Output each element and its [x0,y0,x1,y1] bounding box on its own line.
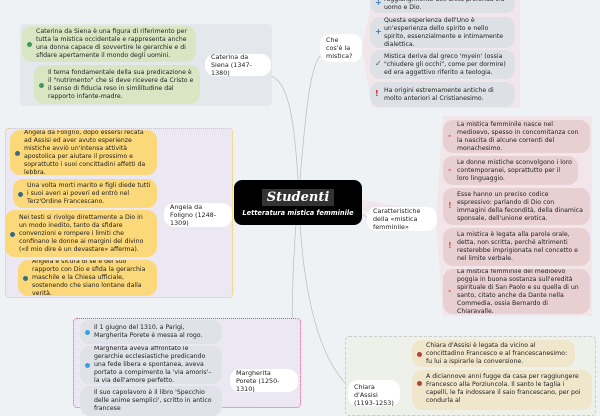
caratteristiche-item[interactable]: ! Esse hanno un preciso codice espressivo… [443,188,590,225]
item-text: Il tema fondamentale della sua predicazi… [48,68,194,100]
item-text: Chiara d'Assisi è legata da vicino al co… [426,341,568,365]
central-topic[interactable]: Studenti Letteratura mistica femminile [234,180,362,225]
bullet-icon: - [448,285,452,295]
mistica-item[interactable]: ! Ha origini estremamente antiche di molt… [370,82,515,107]
item-text: Angela da Foligno, dopo essersi recata a… [24,130,146,175]
margherita-item[interactable]: Margherita aveva affrontato le gerarchie… [80,346,222,384]
mistica-item[interactable]: ✓Mistica deriva dal greco 'myein' (ossia… [370,50,515,79]
central-title: Letteratura mistica femminile [242,208,354,217]
angela-item[interactable]: Una volta morti marito e figli diede tut… [13,179,157,208]
chiara-item[interactable]: Chiara d'Assisi è legata da vicino al co… [412,340,575,367]
caterina-item[interactable]: Il tema fondamentale della sua predicazi… [34,65,200,104]
exclamation-icon: ! [448,241,452,250]
item-text: Ha origini estremamente antiche di molto… [384,86,494,102]
bullet-icon [417,381,422,386]
branch-margherita[interactable]: Margherita Porete (1250-1310) [230,369,298,393]
branch-mistica[interactable]: Che cos'è la mistica? [320,34,362,62]
angela-item[interactable]: Nei testi si rivolge direttamente a Dio … [5,210,157,257]
item-text: Una volta morti marito e figli diede tut… [27,181,151,205]
bullet-icon [85,363,90,368]
bullet-icon [39,82,44,88]
item-text: Il 1 giugno del 1310, a Parigi, Margheri… [94,324,203,339]
item-text: A diciannove anni fugge da casa per ragg… [426,373,581,404]
bullet-icon [85,330,90,335]
bullet-icon [27,42,32,47]
item-text: La mistica femminile del medioevo poggia… [457,269,579,314]
bullet-icon: - [448,164,452,174]
mistica-item[interactable]: +raggiungimento dell'unità profonda tra … [370,0,515,13]
caratteristiche-item[interactable]: -La mistica femminile nasce nel medioevo… [443,120,590,153]
angela-item[interactable]: Angela da Foligno, dopo essersi recata a… [10,130,157,175]
item-text: Questa esperienza dell'Uno è un'esperien… [384,17,504,48]
bullet-icon [10,231,15,237]
bullet-icon [18,191,23,197]
check-icon: ✓ [375,58,382,68]
mistica-item[interactable]: +Questa esperienza dell'Uno è un'esperie… [370,17,515,48]
item-text: Angela è sicura di sé e del suo rapporto… [32,260,146,296]
bullet-icon [15,150,20,156]
branch-chiara[interactable]: Chiara d'Assisi (1193-1253) [348,380,400,407]
bullet-icon: - [448,130,452,140]
item-text: Esse hanno un preciso codice espressivo:… [457,190,583,222]
item-text: Le donne mistiche sconvolgono i loro con… [457,158,572,182]
item-text: Caterina da Siena è una figura di riferi… [36,28,187,59]
bullet-icon [23,276,28,281]
caratteristiche-item[interactable]: -Le donne mistiche sconvolgono i loro co… [443,156,578,185]
chiara-item[interactable]: A diciannove anni fugge da casa per ragg… [412,370,592,410]
branch-caterina[interactable]: Caterina da Siena (1347-1380) [205,53,271,77]
exclamation-icon: ! [448,200,452,210]
item-text: La mistica è legata alla parola orale, d… [457,231,578,262]
item-text: raggiungimento dell'unità profonda tra u… [384,0,504,11]
item-text: Nei testi si rivolge direttamente a Dio … [19,213,144,253]
caterina-item[interactable]: Caterina da Siena è una figura di riferi… [22,26,196,62]
branch-caratteristiche[interactable]: Caratteristiche della «mistica femminile… [367,207,437,231]
margherita-item[interactable]: Il 1 giugno del 1310, a Parigi, Margheri… [80,320,222,344]
branch-angela[interactable]: Angela da Foligno (1248-1309) [164,203,232,227]
item-text: La mistica femminile nasce nel medioevo,… [457,120,579,152]
bullet-icon [417,351,422,357]
plus-icon: + [375,0,382,7]
caratteristiche-item[interactable]: -La mistica femminile del medioevo poggi… [443,269,590,314]
exclamation-icon: ! [375,88,379,98]
studenti-logo: Studenti [261,188,335,206]
item-text: Margherita aveva affrontato le gerarchie… [94,346,212,384]
item-text: Mistica deriva dal greco 'myein' (ossia … [384,52,506,76]
plus-icon: + [375,26,382,36]
angela-item[interactable]: Angela è sicura di sé e del suo rapporto… [18,260,157,296]
item-text: Il suo capolavoro è il libro 'Specchio d… [94,389,212,412]
caratteristiche-item[interactable]: ! La mistica è legata alla parola orale, … [443,228,590,266]
margherita-item[interactable]: Il suo capolavoro è il libro 'Specchio d… [80,386,222,416]
